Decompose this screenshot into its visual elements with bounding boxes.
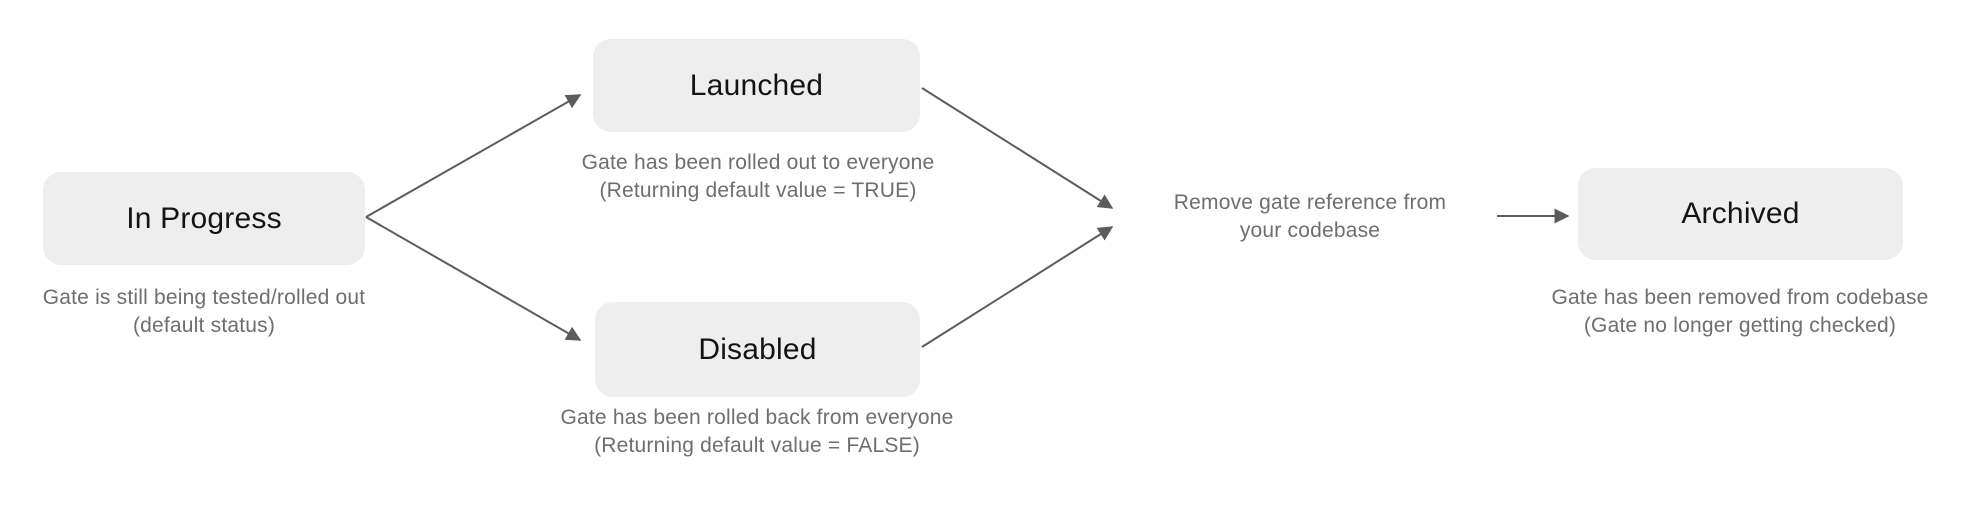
caption-launched-line1: Gate has been rolled out to everyone: [581, 151, 935, 174]
caption-disabled: Gate has been rolled back from everyone …: [537, 404, 977, 460]
node-in-progress-label: In Progress: [126, 201, 282, 235]
node-archived: Archived: [1578, 168, 1903, 260]
remove-gate-step-line2: your codebase: [1239, 219, 1381, 242]
node-in-progress: In Progress: [43, 172, 365, 265]
node-launched: Launched: [593, 39, 920, 132]
caption-archived-line1: Gate has been removed from codebase: [1551, 286, 1929, 309]
remove-gate-step-text: Remove gate reference from your codebase: [1110, 189, 1510, 245]
caption-in-progress: Gate is still being tested/rolled out (d…: [0, 284, 408, 340]
remove-gate-step-line1: Remove gate reference from: [1173, 191, 1447, 214]
caption-launched: Gate has been rolled out to everyone (Re…: [538, 149, 978, 205]
caption-in-progress-line1: Gate is still being tested/rolled out: [42, 286, 366, 309]
arrow-disabled-to-remove-step: [921, 226, 1114, 348]
caption-in-progress-line2: (default status): [132, 314, 276, 337]
caption-archived-line2: (Gate no longer getting checked): [1583, 314, 1897, 337]
caption-disabled-line1: Gate has been rolled back from everyone: [560, 406, 954, 429]
node-disabled-label: Disabled: [698, 332, 817, 366]
node-disabled: Disabled: [595, 302, 920, 397]
caption-archived: Gate has been removed from codebase (Gat…: [1520, 284, 1960, 340]
node-archived-label: Archived: [1681, 197, 1800, 230]
node-launched-label: Launched: [689, 68, 824, 102]
caption-launched-line2: (Returning default value = TRUE): [599, 179, 917, 202]
caption-disabled-line2: (Returning default value = FALSE): [594, 434, 920, 457]
